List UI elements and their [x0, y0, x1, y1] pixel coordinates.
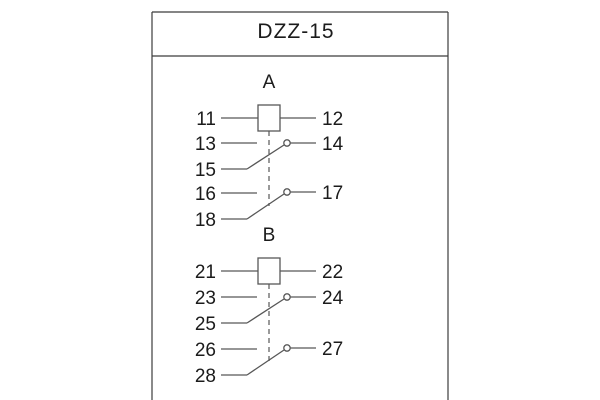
contact-blade-25 [246, 298, 285, 324]
section-b-label: B [263, 225, 276, 246]
terminal-label-25: 25 [195, 314, 216, 335]
terminal-label-17: 17 [322, 183, 343, 204]
terminal-label-16: 16 [195, 184, 216, 205]
section-a-label: A [263, 72, 276, 93]
page-title: DZZ-15 [257, 20, 334, 43]
terminal-label-11: 11 [196, 109, 216, 130]
contact-blade-28 [246, 349, 285, 376]
terminal-label-28: 28 [195, 366, 216, 387]
contact-point-24 [283, 293, 291, 301]
terminal-label-27: 27 [322, 339, 343, 360]
terminal-label-13: 13 [195, 134, 216, 155]
terminal-label-14: 14 [322, 134, 344, 155]
contact-point-14 [283, 139, 291, 147]
terminal-label-12: 12 [322, 109, 343, 130]
contact-blade-18 [246, 193, 285, 220]
terminal-label-18: 18 [195, 210, 216, 231]
terminal-label-22: 22 [322, 262, 343, 283]
section-a: A 11 12 13 14 15 16 17 18 [195, 72, 344, 231]
coil-b [257, 257, 281, 285]
section-b: B 21 22 23 24 25 26 27 28 [195, 225, 344, 387]
contact-blade-15 [246, 144, 285, 170]
contact-point-27 [283, 344, 291, 352]
terminal-label-24: 24 [322, 288, 344, 309]
terminal-label-21: 21 [195, 262, 216, 283]
terminal-label-26: 26 [195, 340, 216, 361]
terminal-label-23: 23 [195, 288, 216, 309]
contact-point-17 [283, 188, 291, 196]
coil-a [257, 104, 281, 132]
terminal-label-15: 15 [195, 160, 216, 181]
